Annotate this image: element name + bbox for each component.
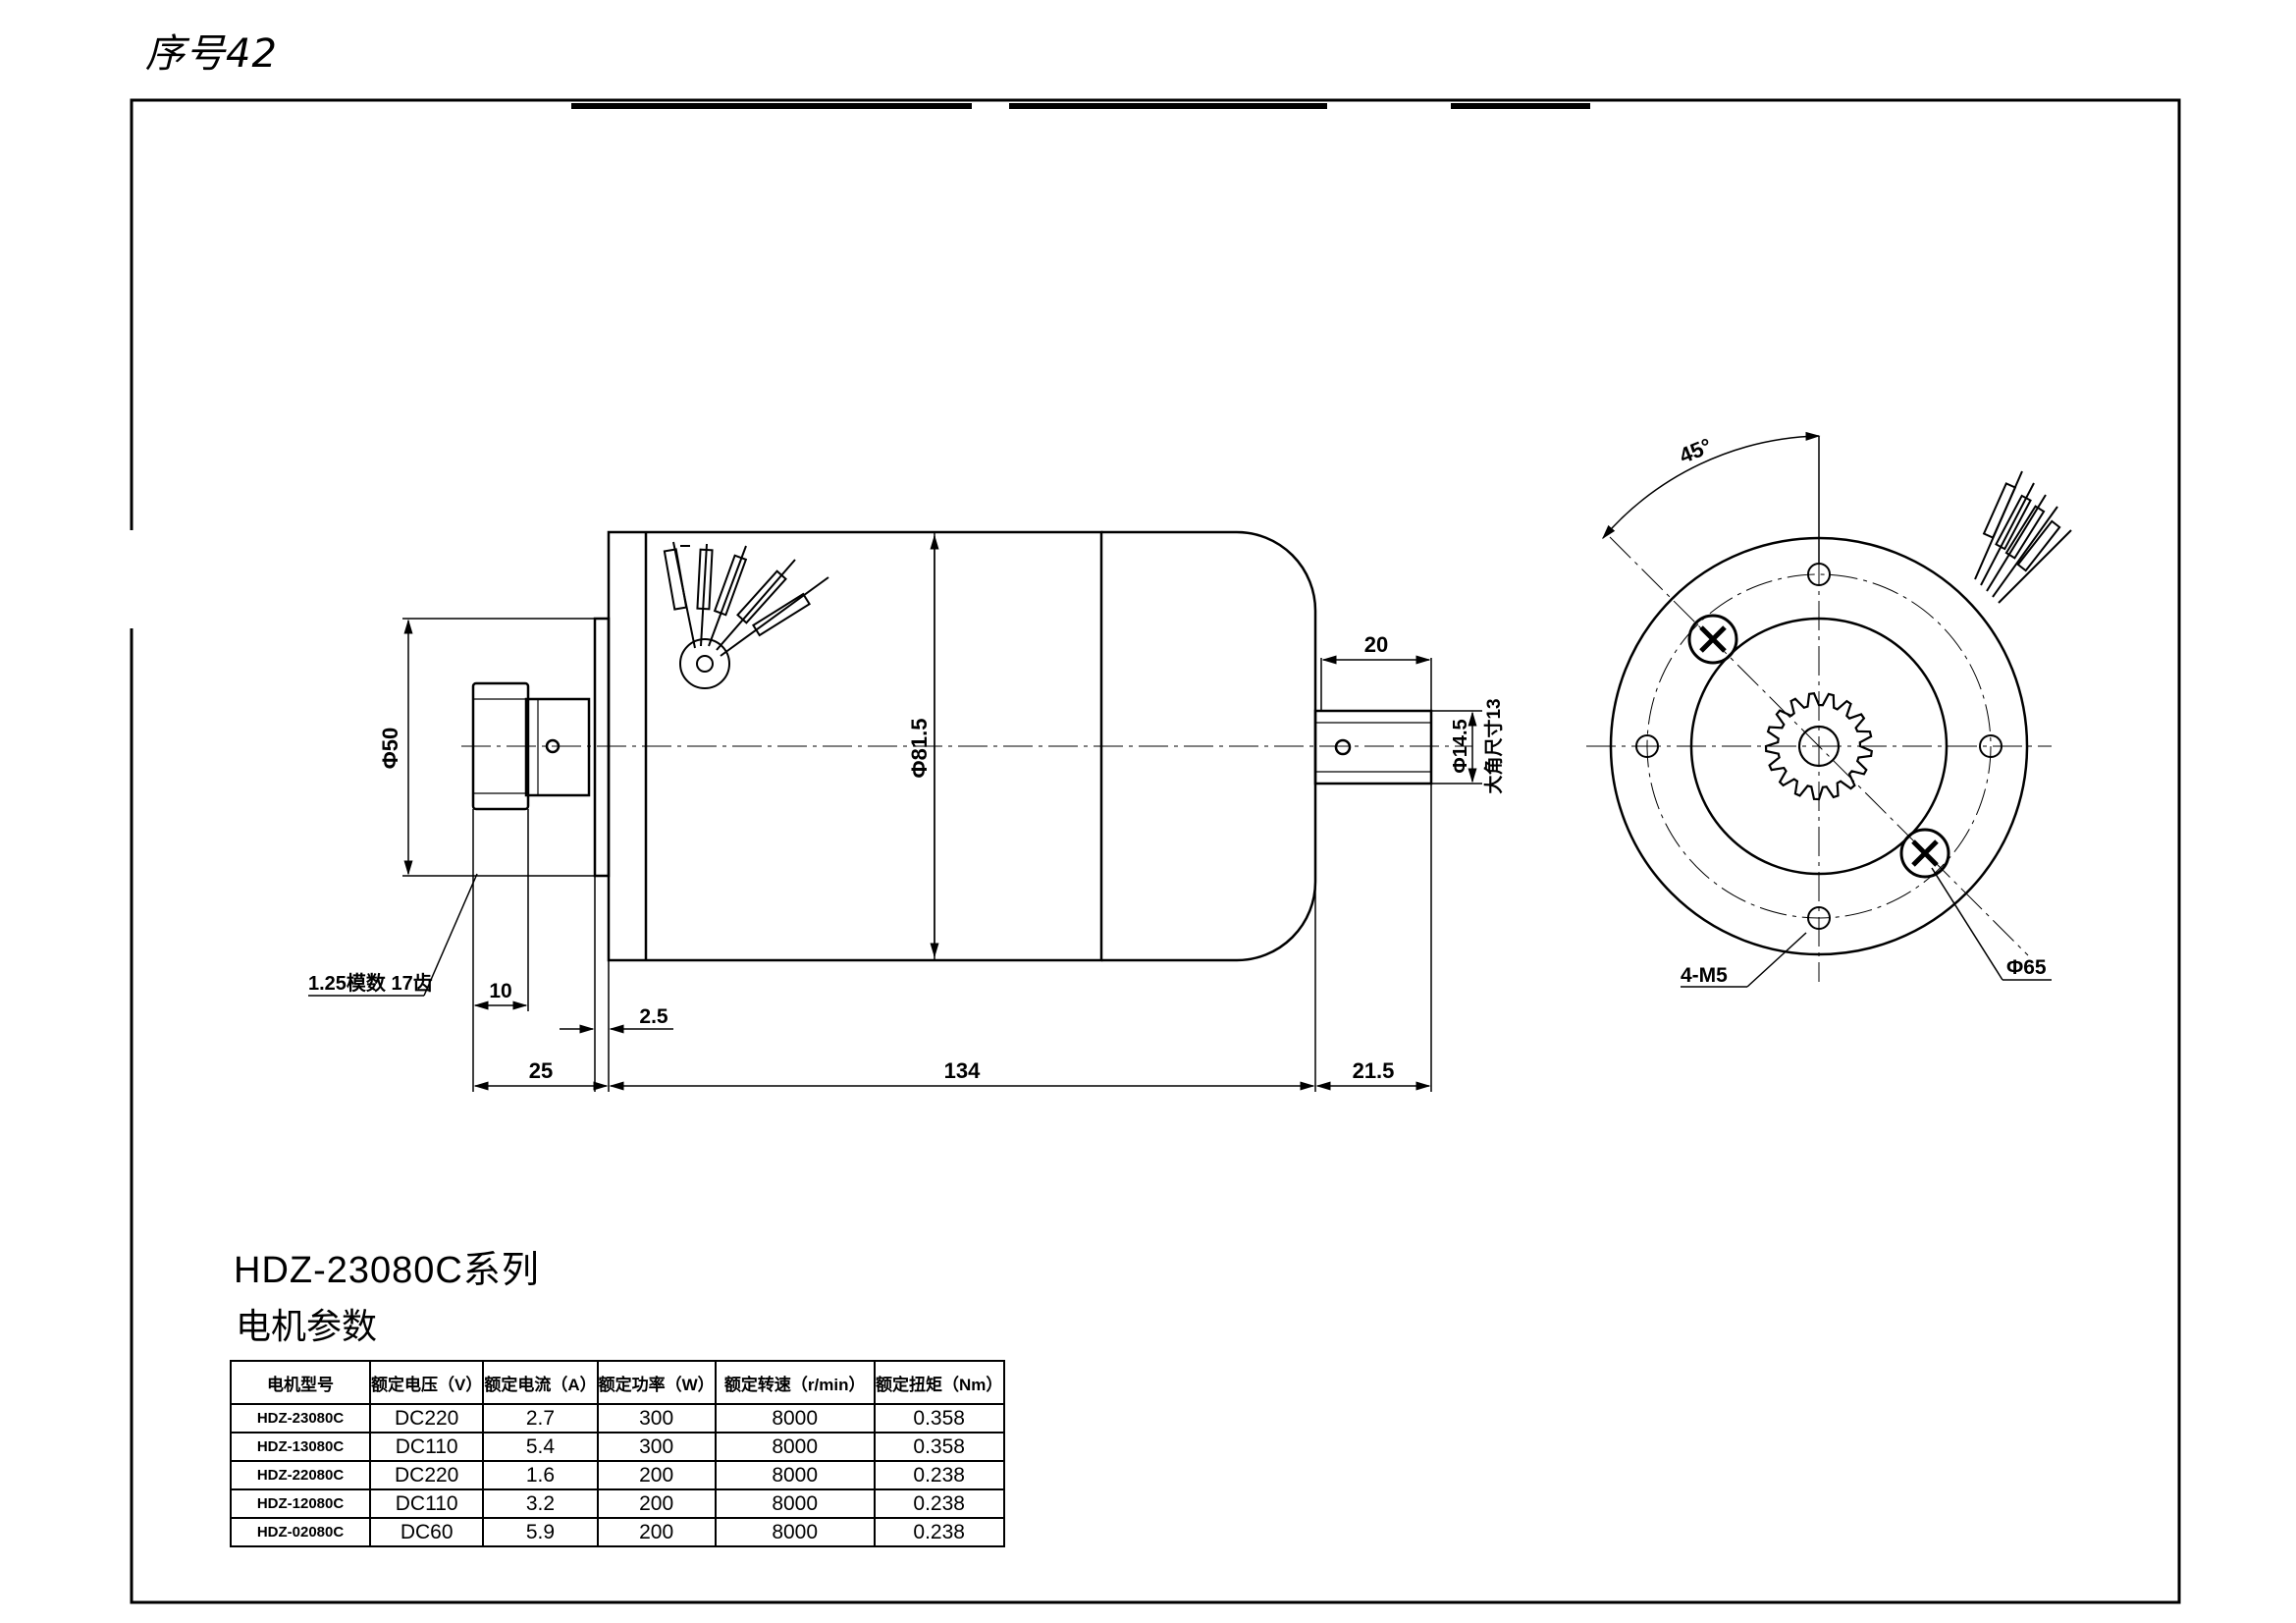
gear-end-view	[1764, 691, 1874, 801]
dim-body-len: 134	[944, 1058, 981, 1083]
dim-angle: 45°	[1676, 433, 1715, 468]
cell-voltage: DC110	[368, 1488, 485, 1519]
cell-torque: 0.238	[873, 1517, 1005, 1547]
cell-speed: 8000	[714, 1432, 876, 1462]
params-title: 电机参数	[236, 1306, 378, 1346]
col-model: 电机型号	[230, 1360, 371, 1405]
dim-flange-thk: 2.5	[639, 1005, 668, 1028]
cell-model: HDZ-13080C	[230, 1432, 371, 1462]
table-row: HDZ-23080C DC220 2.7 300 8000 0.358	[230, 1403, 1005, 1434]
drawing-frame	[129, 98, 2181, 1604]
table-row: HDZ-13080C DC110 5.4 300 8000 0.358	[230, 1432, 1005, 1462]
cell-model: HDZ-12080C	[230, 1488, 371, 1519]
cell-current: 1.6	[482, 1460, 599, 1490]
cell-torque: 0.238	[873, 1488, 1005, 1519]
cell-torque: 0.358	[873, 1432, 1005, 1462]
serial-number: 序号42	[145, 31, 278, 77]
cell-speed: 8000	[714, 1460, 876, 1490]
rear-flange	[524, 617, 611, 878]
cell-voltage: DC110	[368, 1432, 485, 1462]
side-dimensions	[308, 534, 1482, 1092]
cell-model: HDZ-22080C	[230, 1460, 371, 1490]
note-shaft: 大角尺寸13	[1482, 698, 1505, 793]
dim-flange-dia: Φ50	[378, 728, 402, 770]
col-current: 额定电流（A）	[482, 1360, 599, 1405]
cell-speed: 8000	[714, 1403, 876, 1434]
cell-current: 3.2	[482, 1488, 599, 1519]
cell-voltage: DC220	[368, 1403, 485, 1434]
side-view	[461, 530, 1472, 962]
cell-torque: 0.238	[873, 1460, 1005, 1490]
dim-body-dia: Φ81.5	[907, 719, 932, 779]
cell-model: HDZ-23080C	[230, 1403, 371, 1434]
dim-shaft-dia: Φ14.5	[1450, 719, 1471, 773]
end-lead-wires	[1974, 470, 2072, 604]
series-title: HDZ-23080C系列	[234, 1250, 540, 1291]
cell-speed: 8000	[714, 1488, 876, 1519]
dim-gear-len: 10	[489, 980, 511, 1002]
dim-pcd: Φ65	[2006, 956, 2047, 979]
dim-shaft-len: 20	[1364, 632, 1388, 657]
lead-wires	[663, 541, 829, 689]
col-voltage: 额定电压（V）	[368, 1360, 485, 1405]
table-header-row: 电机型号 额定电压（V） 额定电流（A） 额定功率（W） 额定转速（r/min）…	[230, 1360, 1005, 1405]
cell-voltage: DC60	[368, 1517, 485, 1547]
col-power: 额定功率（W）	[596, 1360, 717, 1405]
cell-speed: 8000	[714, 1517, 876, 1547]
motor-params-table: 电机型号 额定电压（V） 额定电流（A） 额定功率（W） 额定转速（r/min）…	[230, 1360, 1005, 1547]
cell-power: 200	[596, 1488, 717, 1519]
end-view	[1586, 470, 2072, 982]
cell-power: 300	[596, 1403, 717, 1434]
col-speed: 额定转速（r/min）	[714, 1360, 876, 1405]
table-row: HDZ-22080C DC220 1.6 200 8000 0.238	[230, 1460, 1005, 1490]
cell-model: HDZ-02080C	[230, 1517, 371, 1547]
cell-current: 5.9	[482, 1517, 599, 1547]
end-dimensions	[1602, 431, 2052, 988]
note-gear: 1.25模数 17齿	[308, 971, 433, 995]
cell-power: 300	[596, 1432, 717, 1462]
cell-power: 200	[596, 1517, 717, 1547]
col-torque: 额定扭矩（Nm）	[873, 1360, 1005, 1405]
output-shaft	[1313, 709, 1433, 785]
table-row: HDZ-02080C DC60 5.9 200 8000 0.238	[230, 1517, 1005, 1547]
cell-current: 2.7	[482, 1403, 599, 1434]
dim-rear: 25	[529, 1058, 553, 1083]
dim-shaft-ext: 21.5	[1353, 1058, 1395, 1083]
side-dimension-labels: Φ50 Φ81.5 Φ14.5 大角尺寸13 20 10 2.5 25 134 …	[308, 632, 1505, 1083]
screw-heads	[1687, 614, 1950, 879]
dim-holes: 4-M5	[1681, 964, 1728, 987]
table-row: HDZ-12080C DC110 3.2 200 8000 0.238	[230, 1488, 1005, 1519]
cell-power: 200	[596, 1460, 717, 1490]
cell-torque: 0.358	[873, 1403, 1005, 1434]
cell-current: 5.4	[482, 1432, 599, 1462]
cell-voltage: DC220	[368, 1460, 485, 1490]
